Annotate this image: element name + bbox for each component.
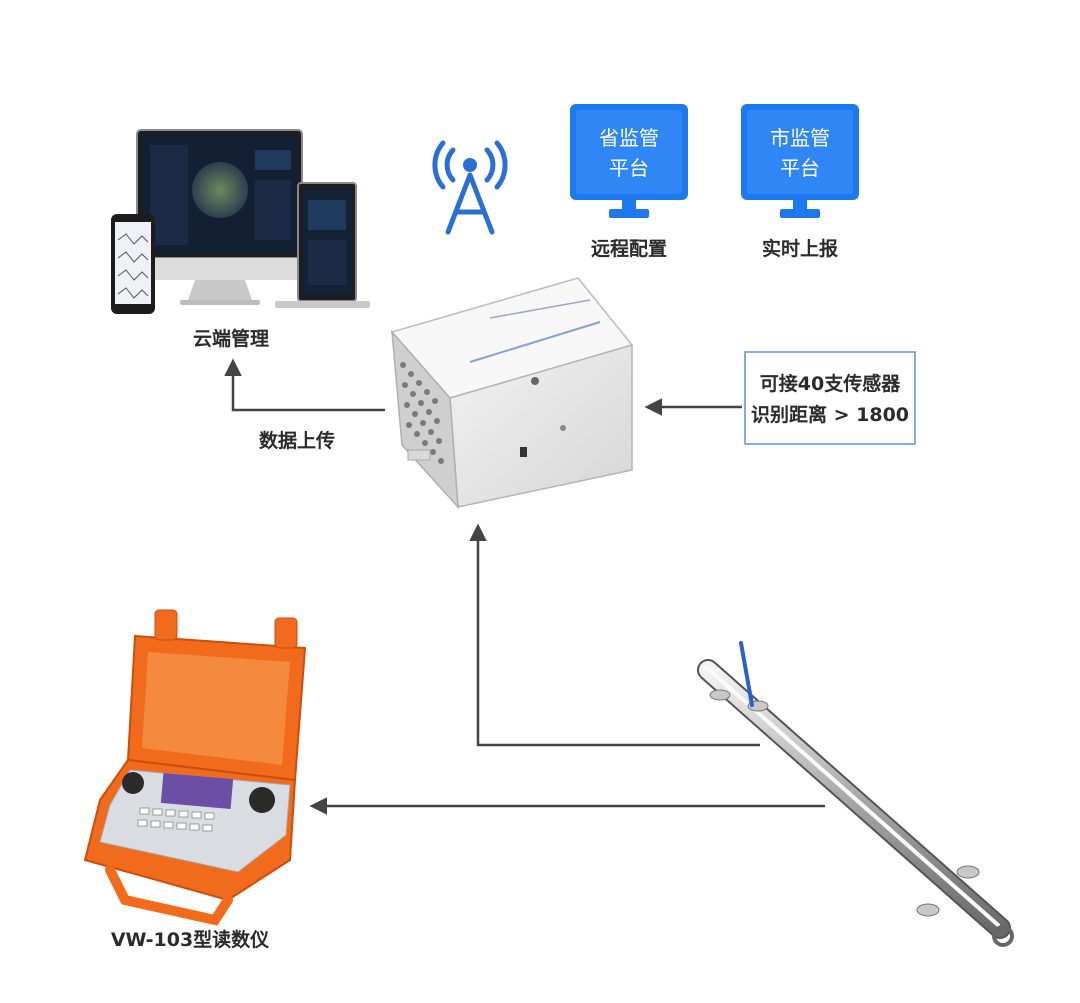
gauge-to-box-arrow [469, 523, 760, 747]
remote-config-label: 远程配置 [591, 238, 667, 260]
city-monitor-line2: 平台 [780, 156, 820, 180]
antenna-icon [432, 140, 508, 235]
reader-label: VW-103型读数仪 [111, 928, 270, 951]
province-platform-monitor [570, 104, 688, 218]
realtime-report-label: 实时上报 [762, 237, 838, 260]
vw-103-readout-case [83, 609, 307, 926]
province-monitor-line2: 平台 [609, 156, 649, 180]
sensor-info-line2: 识别距离 > 1800 [751, 403, 909, 426]
sensor-info-box [744, 351, 916, 445]
sensor-info-line1: 可接40支传感器 [760, 372, 901, 395]
province-monitor-line1: 省监管 [599, 126, 659, 150]
upload-label: 数据上传 [259, 429, 335, 452]
data-acquisition-box [390, 277, 634, 510]
city-platform-monitor [741, 104, 859, 218]
cloud-label: 云端管理 [193, 327, 269, 350]
vibrating-wire-gauge [697, 641, 1014, 947]
city-monitor-line1: 市监管 [770, 126, 830, 150]
upload-arrow [224, 358, 385, 412]
cloud-devices-illustration [111, 129, 370, 314]
